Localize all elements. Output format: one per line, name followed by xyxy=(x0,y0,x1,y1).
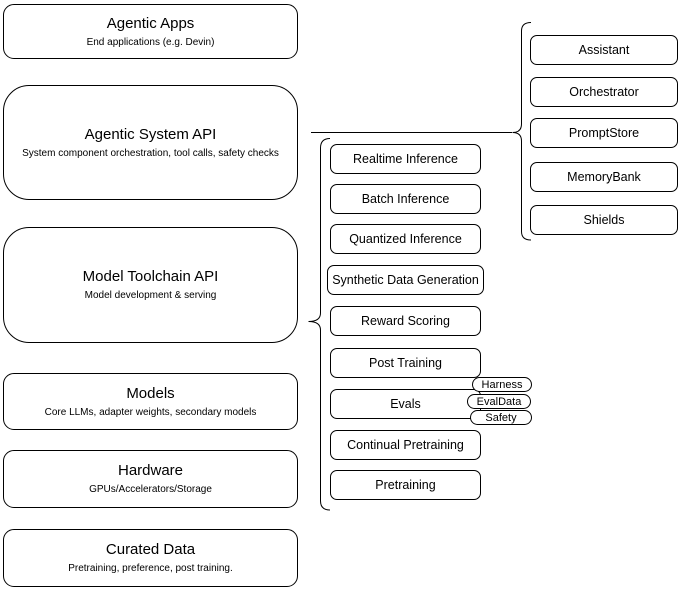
component-orchestrator: Orchestrator xyxy=(530,77,678,107)
service-label: Quantized Inference xyxy=(349,232,462,246)
service-label: Evals xyxy=(390,397,421,411)
component-shields: Shields xyxy=(530,205,678,235)
service-reward-scoring: Reward Scoring xyxy=(330,306,481,336)
node-title: Curated Data xyxy=(105,541,196,558)
service-synthetic-data-generation: Synthetic Data Generation xyxy=(327,265,484,295)
service-label: Batch Inference xyxy=(361,192,450,206)
service-label: Continual Pretraining xyxy=(347,438,464,452)
node-models: Models Core LLMs, adapter weights, secon… xyxy=(3,373,298,430)
eval-tag-harness: Harness xyxy=(472,377,532,392)
service-label: Reward Scoring xyxy=(361,314,450,328)
component-assistant: Assistant xyxy=(530,35,678,65)
service-post-training: Post Training xyxy=(330,348,481,378)
node-subtitle: Model development & serving xyxy=(84,290,217,301)
service-batch-inference: Batch Inference xyxy=(330,184,481,214)
node-curated-data: Curated Data Pretraining, preference, po… xyxy=(3,529,298,587)
node-subtitle: GPUs/Accelerators/Storage xyxy=(89,484,212,495)
components-brace xyxy=(512,22,532,241)
eval-tag-label: EvalData xyxy=(476,395,522,408)
node-agentic-system-api: Agentic System API System component orch… xyxy=(3,85,298,200)
component-promptstore: PromptStore xyxy=(530,118,678,148)
node-subtitle: End applications (e.g. Devin) xyxy=(86,36,215,48)
component-label: MemoryBank xyxy=(567,170,641,184)
service-pretraining: Pretraining xyxy=(330,470,481,500)
service-realtime-inference: Realtime Inference xyxy=(330,144,481,174)
node-model-toolchain-api: Model Toolchain API Model development & … xyxy=(3,227,298,343)
node-subtitle: Pretraining, preference, post training. xyxy=(68,563,233,574)
node-agentic-apps: Agentic Apps End applications (e.g. Devi… xyxy=(3,4,298,59)
node-hardware: Hardware GPUs/Accelerators/Storage xyxy=(3,450,298,508)
service-label: Realtime Inference xyxy=(353,152,458,166)
node-title: Agentic System API xyxy=(84,125,217,143)
component-label: Orchestrator xyxy=(569,85,639,99)
eval-tag-safety: Safety xyxy=(470,410,532,425)
eval-tag-label: Safety xyxy=(485,411,517,424)
component-label: Assistant xyxy=(578,43,630,57)
node-subtitle: System component orchestration, tool cal… xyxy=(22,147,279,159)
node-title: Models xyxy=(126,384,175,402)
service-label: Post Training xyxy=(369,356,442,370)
component-label: PromptStore xyxy=(568,126,640,140)
component-memorybank: MemoryBank xyxy=(530,162,678,192)
eval-tag-evaldata: EvalData xyxy=(467,394,531,409)
service-label: Pretraining xyxy=(375,478,436,492)
service-quantized-inference: Quantized Inference xyxy=(330,224,481,254)
node-title: Agentic Apps xyxy=(106,14,195,32)
service-continual-pretraining: Continual Pretraining xyxy=(330,430,481,460)
toolchain-brace xyxy=(308,138,331,511)
node-title: Model Toolchain API xyxy=(82,268,219,285)
component-label: Shields xyxy=(583,213,625,227)
node-subtitle: Core LLMs, adapter weights, secondary mo… xyxy=(44,406,257,418)
service-evals: Evals xyxy=(330,389,481,419)
node-title: Hardware xyxy=(117,462,184,479)
service-label: Synthetic Data Generation xyxy=(332,273,479,287)
eval-tag-label: Harness xyxy=(481,378,523,391)
